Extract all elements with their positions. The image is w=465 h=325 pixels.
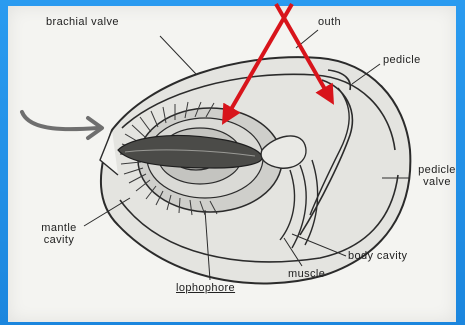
label-pedicle-valve: pedicle valve bbox=[412, 164, 462, 188]
label-lophophore: lophophore bbox=[176, 282, 235, 294]
label-pedicle-valve-line1: pedicle bbox=[412, 164, 462, 176]
label-pedicle: pedicle bbox=[383, 54, 421, 66]
gray-arrow bbox=[22, 112, 98, 129]
label-muscle: muscle bbox=[288, 268, 325, 280]
label-pedicle-valve-line2: valve bbox=[412, 176, 462, 188]
label-mantle-line1: mantle bbox=[34, 222, 84, 234]
label-body-cavity: body cavity bbox=[348, 250, 407, 262]
label-mantle-line2: cavity bbox=[34, 234, 84, 246]
label-brachial-valve: brachial valve bbox=[46, 16, 119, 28]
label-mantle-cavity: mantle cavity bbox=[34, 222, 84, 246]
label-mouth: outh bbox=[318, 16, 341, 28]
